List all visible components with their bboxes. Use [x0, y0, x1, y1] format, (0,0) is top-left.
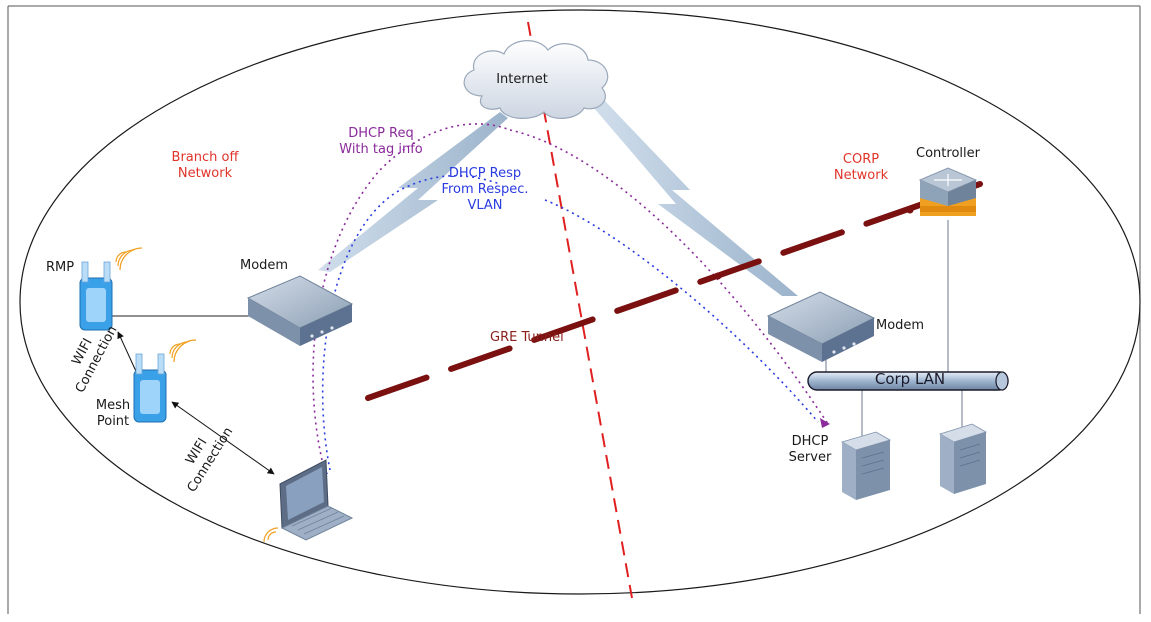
branch-network-label-line1: Branch off [171, 150, 239, 165]
mesh-point-label-line2: Point [96, 414, 130, 429]
dhcp-req-label-line1: DHCP Req [348, 126, 414, 141]
gre-dot-1 [906, 206, 914, 214]
rmp-ap-icon [79, 247, 143, 331]
modem-right-icon [766, 291, 876, 362]
internet-label: Internet [496, 72, 548, 87]
corp-network-label-line2: Network [833, 168, 889, 183]
dhcp-resp-label-line2: From Respec. [441, 182, 529, 197]
dhcp-server-label-line1: DHCP [791, 434, 829, 449]
modem-left-icon [246, 275, 354, 346]
corp-lan-label: Corp LAN [874, 370, 946, 388]
divider-line [527, 21, 633, 599]
dhcp-arrow-head [820, 418, 830, 428]
dhcp-req-arc-right [509, 129, 829, 425]
server-icon [939, 423, 987, 494]
laptop-icon [263, 459, 354, 543]
corp-network-label-line1: CORP [842, 152, 880, 167]
controller-label: Controller [916, 146, 980, 161]
gre-dot-2 [714, 272, 722, 280]
gre-tunnel-line [365, 181, 983, 401]
dhcp-resp-label-line1: DHCP Resp [448, 166, 522, 181]
modem-left-label: Modem [240, 258, 289, 273]
bolt-right [594, 100, 798, 296]
internet-cloud-icon [463, 40, 609, 119]
gre-tunnel-label: GRE Tunnel [490, 330, 564, 345]
modem-right-label: Modem [876, 318, 925, 333]
dhcp-resp-arc-left [321, 174, 501, 471]
wifi-arrow-2 [171, 401, 275, 475]
dhcp-req-arc [312, 123, 511, 461]
branch-network-label-line2: Network [177, 166, 233, 181]
dhcp-server-icon [840, 431, 892, 500]
bolt-left [318, 112, 508, 272]
dhcp-server-label-line2: Server [788, 450, 832, 465]
corp-lan-pipe [807, 371, 1009, 391]
dhcp-req-label-line2: With tag info [339, 142, 423, 157]
rmp-label: RMP [46, 260, 75, 275]
network-ellipse [19, 9, 1141, 595]
dhcp-resp-arc-right [544, 199, 819, 423]
mesh-point-ap-icon [133, 339, 197, 423]
mesh-point-label-line1: Mesh [95, 398, 131, 413]
dhcp-resp-label-line3: VLAN [467, 198, 503, 213]
controller-icon [918, 167, 978, 216]
